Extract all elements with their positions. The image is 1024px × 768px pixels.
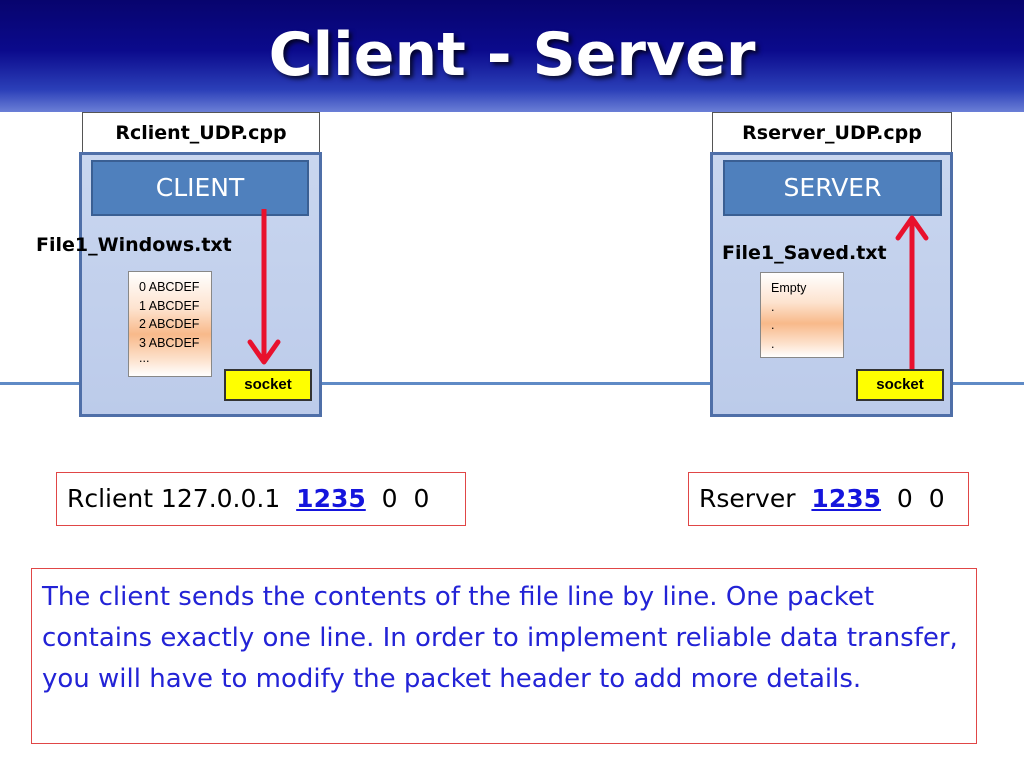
client-header: CLIENT [91,160,309,216]
client-program-label: Rclient_UDP.cpp [82,112,320,154]
server-command: Rserver [699,484,796,513]
title-bar [0,0,1024,112]
client-filename: File1_Windows.txt [36,234,232,256]
description-box: The client sends the contents of the fil… [31,568,977,744]
description-text: The client sends the contents of the fil… [42,582,958,694]
client-command-box: Rclient 127.0.0.1 1235 0 0 [56,472,466,526]
server-socket: socket [856,369,944,401]
server-file-content: Empty . . . [760,272,844,358]
client-args: 0 0 [381,484,430,513]
client-command: Rclient 127.0.0.1 [67,484,281,513]
server-up-arrow [895,215,929,372]
server-command-box: Rserver 1235 0 0 [688,472,969,526]
server-args: 0 0 [896,484,945,513]
client-down-arrow [247,209,281,365]
client-port: 1235 [296,484,366,513]
network-line [0,382,1024,385]
server-program-label: Rserver_UDP.cpp [712,112,952,154]
server-header: SERVER [723,160,942,216]
file-line: ... [139,351,150,365]
file-line: 2 ABCDEF [139,317,200,331]
file-line: Empty [771,281,807,295]
file-line: . [771,336,775,351]
server-filename: File1_Saved.txt [722,242,887,264]
server-port: 1235 [811,484,882,513]
file-line: 0 ABCDEF [139,280,200,294]
file-line: 3 ABCDEF [139,335,200,350]
file-line: 1 ABCDEF [139,298,200,313]
client-socket: socket [224,369,312,401]
file-line: . [771,299,775,314]
file-line: . [771,318,775,332]
client-file-content: 0 ABCDEF 1 ABCDEF 2 ABCDEF 3 ABCDEF ... [128,271,212,377]
slide-title: Client - Server [268,20,756,90]
